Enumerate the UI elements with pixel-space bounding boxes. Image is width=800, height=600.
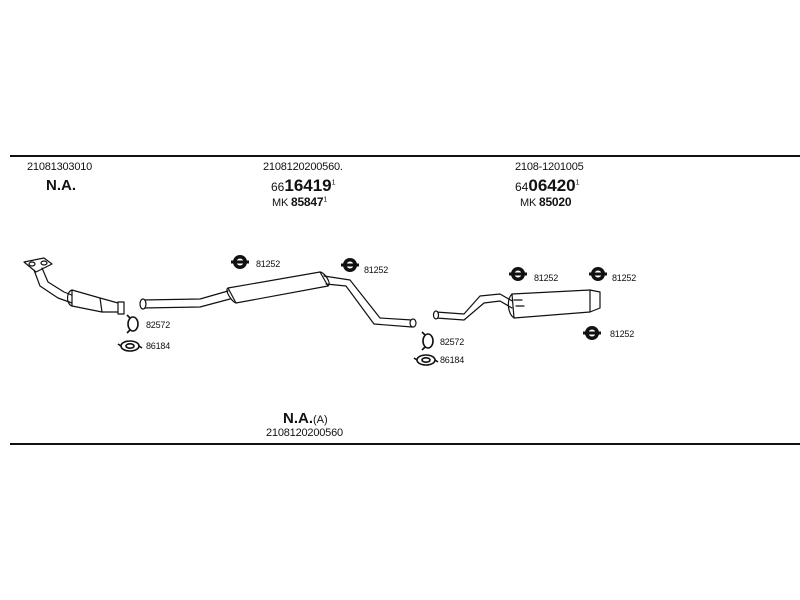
section2-part-prefix: 66	[271, 180, 285, 194]
section2-mk-label: MK	[272, 197, 289, 209]
clamp-label: 82572	[440, 337, 465, 347]
rubber-mount-icon	[341, 258, 359, 272]
footer-code: 2108120200560	[266, 427, 343, 439]
gasket-icon	[117, 340, 143, 352]
section3-mk-label: MK	[520, 197, 537, 209]
section2-part-number: 16419	[284, 176, 332, 195]
rubber-mount-icon	[589, 267, 607, 281]
gasket-label: 86184	[146, 341, 171, 351]
section2-mk-number: 85847	[290, 195, 324, 209]
section2-mk: MK 858471	[272, 195, 327, 209]
clamp-icon	[421, 331, 434, 351]
mount-label: 81252	[610, 329, 635, 339]
bottom-divider	[10, 443, 800, 445]
section3-code: 2108-1201005	[515, 161, 584, 173]
front-downpipe	[23, 257, 125, 315]
section3-part: 64064201	[515, 176, 580, 196]
section2-code: 2108120200560.	[263, 161, 343, 173]
rubber-mount-icon	[509, 267, 527, 281]
section3-part-prefix: 64	[515, 180, 529, 194]
section1-status: N.A.	[46, 177, 76, 194]
gasket-label: 86184	[440, 355, 465, 365]
top-divider	[10, 155, 800, 157]
rubber-mount-icon	[583, 326, 601, 340]
middle-pipe-with-muffler	[139, 271, 417, 328]
mount-label: 81252	[256, 259, 281, 269]
mount-label: 81252	[364, 265, 389, 275]
gasket-icon	[413, 354, 439, 366]
section2-mk-sup: 1	[323, 196, 328, 204]
section1-code: 21081303010	[27, 161, 93, 173]
mount-label: 81252	[534, 273, 559, 283]
section3-mk-number: 85020	[538, 195, 572, 209]
rear-pipe-with-silencer	[432, 289, 601, 321]
section3-mk: MK 85020	[520, 195, 572, 209]
clamp-label: 82572	[146, 320, 171, 330]
footer-status-text: N.A.	[283, 410, 313, 427]
section2-part-sup: 1	[331, 179, 336, 187]
clamp-icon	[126, 314, 139, 334]
rubber-mount-icon	[231, 255, 249, 269]
section3-part-number: 06420	[528, 176, 576, 195]
footer-status: N.A.(A)	[283, 410, 328, 428]
footer-status-suffix: (A)	[313, 414, 328, 426]
section3-part-sup: 1	[575, 179, 580, 187]
section2-part: 66164191	[271, 176, 336, 196]
mount-label: 81252	[612, 273, 637, 283]
